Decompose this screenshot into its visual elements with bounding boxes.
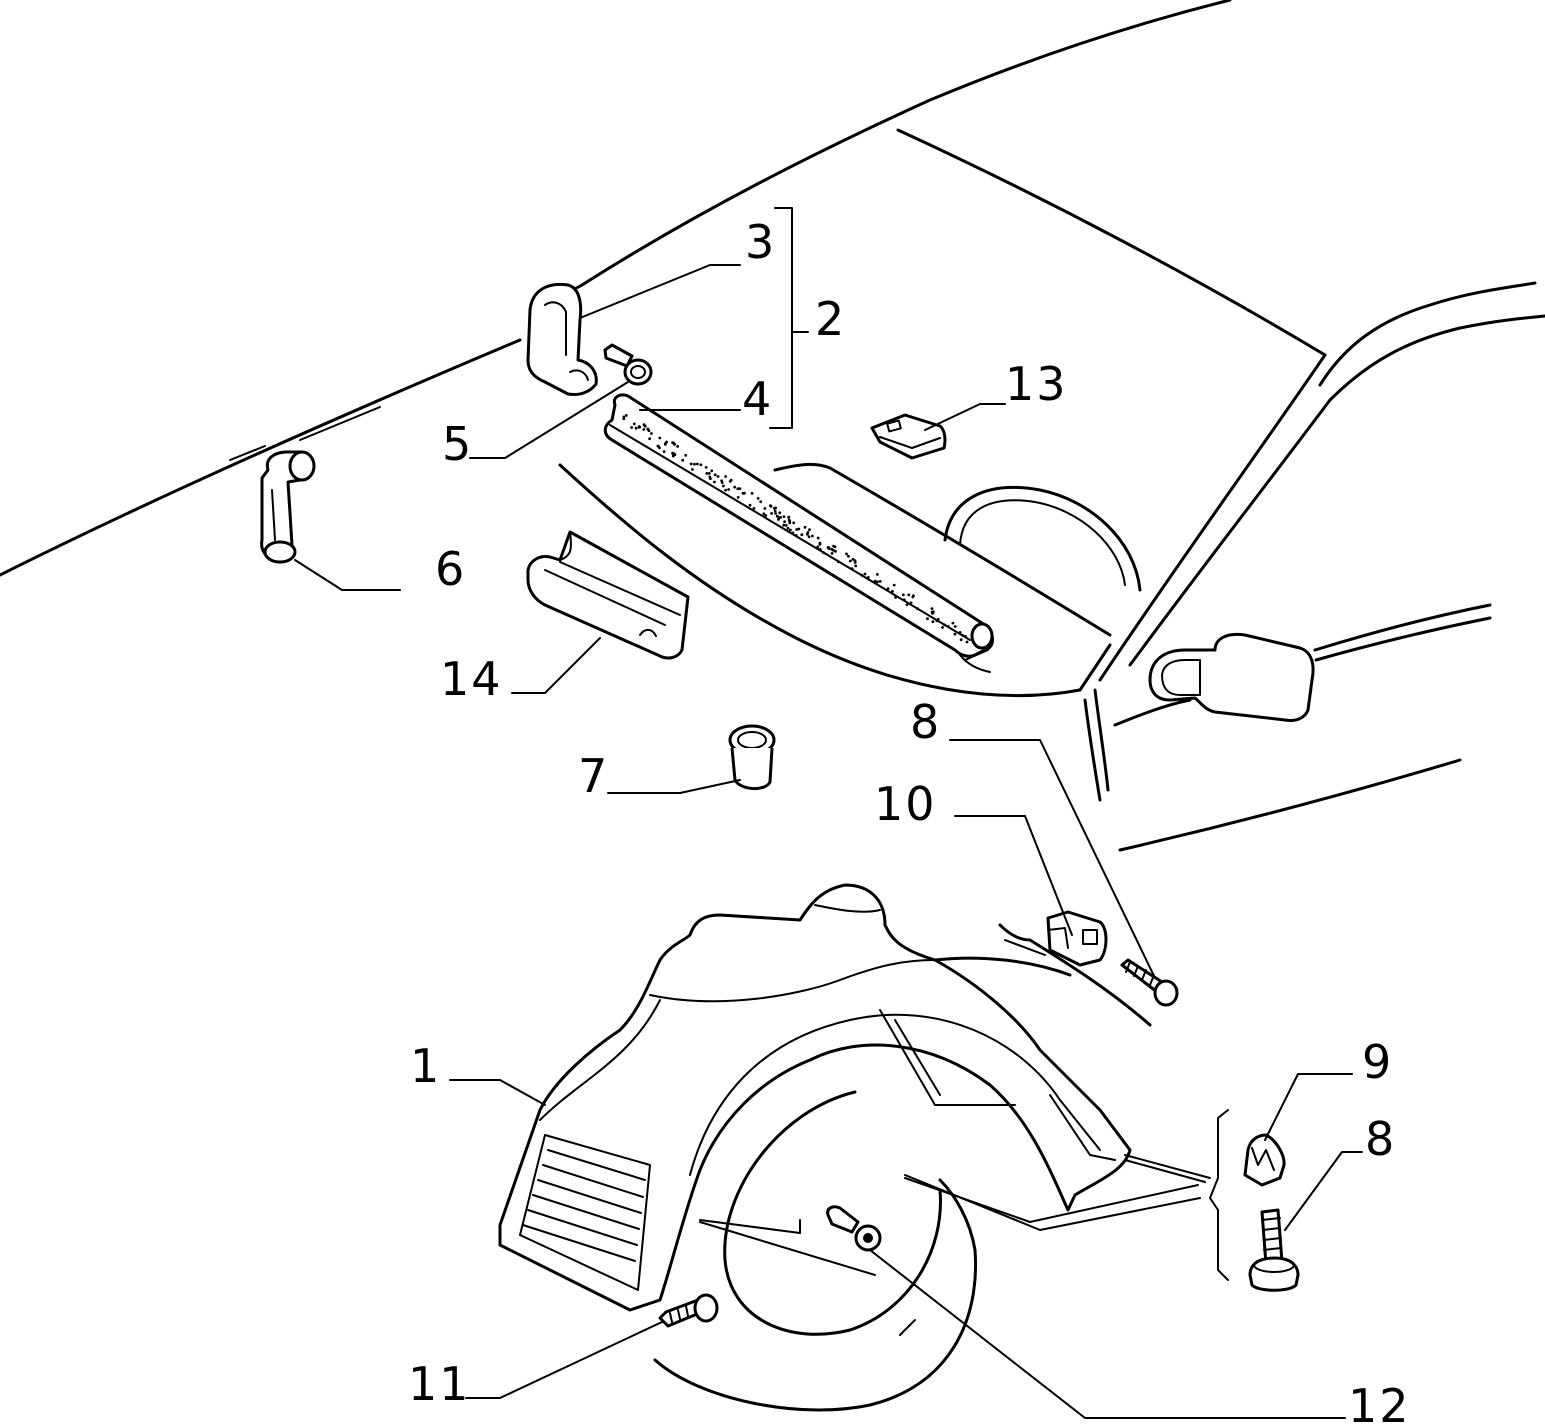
callout-14: 14 <box>440 652 503 706</box>
callout-7: 7 <box>578 749 609 803</box>
callout-8-lower: 8 <box>1365 1112 1396 1166</box>
callout-4: 4 <box>742 372 773 426</box>
callout-10: 10 <box>874 777 937 831</box>
part-8-screw-lower <box>1248 1208 1300 1292</box>
callout-2: 2 <box>815 292 846 346</box>
callout-11: 11 <box>408 1357 471 1411</box>
part-4-seal-strip <box>603 393 994 673</box>
callout-12: 12 <box>1348 1379 1411 1424</box>
leader-lines <box>294 207 1363 1419</box>
part-12-plug <box>826 1205 882 1252</box>
part-10-clip <box>1046 910 1108 967</box>
callout-labels: 3 2 4 5 13 6 14 7 8 10 1 9 8 11 12 <box>408 215 1411 1424</box>
callout-6: 6 <box>435 542 466 596</box>
part-8-screw-upper <box>1120 958 1179 1007</box>
part-13-clip <box>870 413 947 460</box>
wheel-phantom <box>653 1090 978 1412</box>
callout-5: 5 <box>442 417 473 471</box>
body-panel-edge-2 <box>933 956 1072 977</box>
callout-13: 13 <box>1005 357 1068 411</box>
car-body-outline <box>0 0 1545 852</box>
part-1-wheel-arch-liner <box>498 883 1132 1312</box>
part-14-tray <box>526 530 690 660</box>
liner-vent-grille <box>519 1134 651 1291</box>
callout-9: 9 <box>1362 1035 1393 1089</box>
part-9-clip <box>1243 1133 1286 1187</box>
part-5-screw <box>603 343 653 386</box>
callout-3: 3 <box>745 215 776 269</box>
part-6-hose <box>260 450 316 564</box>
part-7-grommet <box>728 724 776 790</box>
callout-1: 1 <box>410 1039 441 1093</box>
part-11-screw <box>658 1293 719 1328</box>
body-panel-edge <box>998 923 1152 1027</box>
seal-texture <box>622 414 969 644</box>
callout-8-upper: 8 <box>910 695 941 749</box>
part-3-clip <box>526 282 598 396</box>
